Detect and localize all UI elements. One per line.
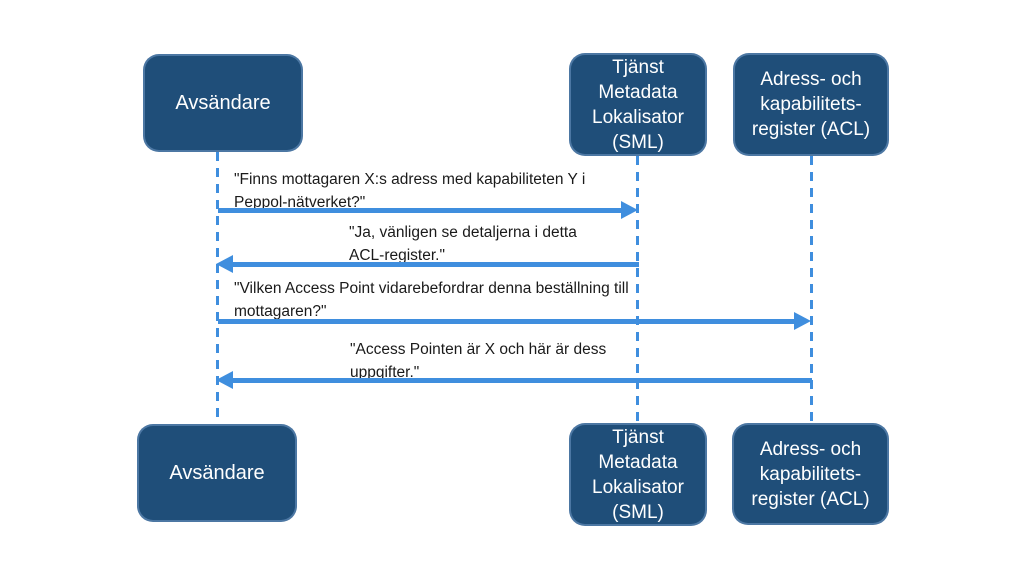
message-2-text: "Ja, vänligen se detaljerna i detta ACL-… [349,224,577,264]
message-1-text: "Finns mottagaren X:s adress med kapabil… [234,171,586,211]
message-4-text: "Access Pointen är X och här är dess upp… [350,341,607,381]
message-4-arrowhead-left-icon [216,371,233,389]
actor-label-avsandare-top: Avsändare [175,91,271,114]
lifeline-avsandare [216,152,219,424]
actor-label-acl-top: Adress- och kapabilitets- register (ACL) [751,69,871,140]
actor-label-avsandare-bottom: Avsändare [169,461,265,484]
message-2-arrowhead-left-icon [216,255,233,273]
message-3-arrowhead-right-icon [794,312,811,330]
actor-label-sml-bottom: Tjänst Metadata Lokalisator (SML) [592,426,684,523]
message-3-arrow-line [218,319,795,324]
actor-label-acl-bottom: Adress- och kapabilitets- register (ACL) [751,438,870,510]
message-1-arrow-line [218,208,622,213]
message-1-arrowhead-right-icon [621,201,638,219]
message-4-arrow-line [232,378,812,383]
lifeline-acl [810,156,813,423]
message-2-arrow-line [232,262,639,267]
actor-box-sml-bottom: Tjänst Metadata Lokalisator (SML) [569,423,707,526]
message-3-text: "Vilken Access Point vidarebefordrar den… [234,280,629,320]
lifeline-sml [636,156,639,423]
actor-box-avsandare-top: Avsändare [143,54,303,152]
actor-label-sml-top: Tjänst Metadata Lokalisator (SML) [592,56,684,153]
actor-box-acl-top: Adress- och kapabilitets- register (ACL) [733,53,889,156]
actor-box-sml-top: Tjänst Metadata Lokalisator (SML) [569,53,707,156]
actor-box-acl-bottom: Adress- och kapabilitets- register (ACL) [732,423,889,525]
actor-box-avsandare-bottom: Avsändare [137,424,297,522]
